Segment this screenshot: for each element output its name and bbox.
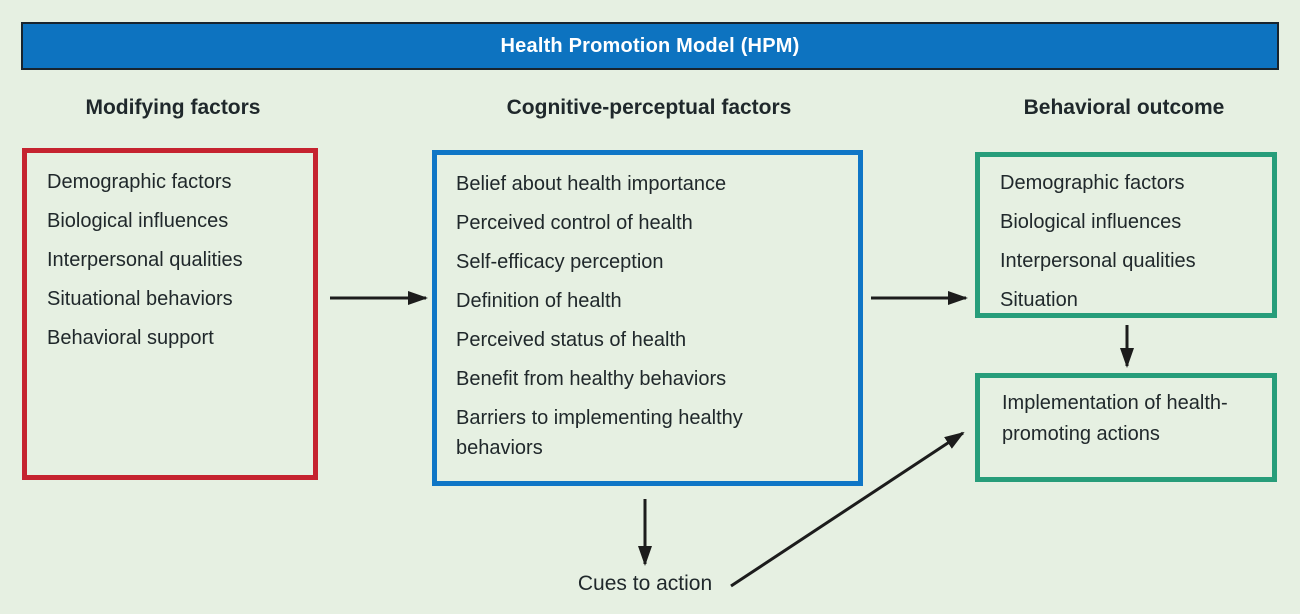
list-item: Situational behaviors [47,288,233,310]
behavioral-outcome-box: Demographic factors Biological influence… [975,152,1277,318]
list-item: Definition of health [456,290,622,312]
column-header-behavioral-outcome: Behavioral outcome [1023,96,1225,119]
list-item: Demographic factors [1000,172,1185,194]
list-item: Benefit from healthy behaviors [456,368,727,390]
list-item: Behavioral support [47,327,214,349]
list-item: Interpersonal qualities [47,249,243,271]
list-item: Biological influences [47,210,229,232]
column-header-cognitive-perceptual-factors: Cognitive-perceptual factors [506,96,792,119]
cues-to-action-label: Cues to action [577,572,713,595]
implementation-text: Implementation of health-promoting actio… [1002,392,1228,445]
list-item: Perceived control of health [456,212,693,234]
cognitive-perceptual-factors-list: Belief about health importance Perceived… [456,169,822,463]
diagram-title: Health Promotion Model (HPM) [500,34,800,57]
list-item: Demographic factors [47,171,232,193]
diagram-title-bar: Health Promotion Model (HPM) [21,22,1279,70]
list-item: Biological influences [1000,211,1182,233]
list-item: Belief about health importance [456,173,727,195]
list-item: Self-efficacy perception [456,251,664,273]
cognitive-perceptual-factors-box: Belief about health importance Perceived… [432,150,863,486]
modifying-factors-list: Demographic factors Biological influence… [47,167,305,353]
list-item: Situation [1000,289,1078,311]
behavioral-outcome-list: Demographic factors Biological influence… [1000,168,1264,315]
list-item: Perceived status of health [456,329,687,351]
list-item: Interpersonal qualities [1000,250,1196,272]
list-item: Barriers to implementing healthy behavio… [456,407,743,459]
column-header-modifying-factors: Modifying factors [85,96,261,119]
modifying-factors-box: Demographic factors Biological influence… [22,148,318,480]
implementation-box: Implementation of health-promoting actio… [975,373,1277,482]
